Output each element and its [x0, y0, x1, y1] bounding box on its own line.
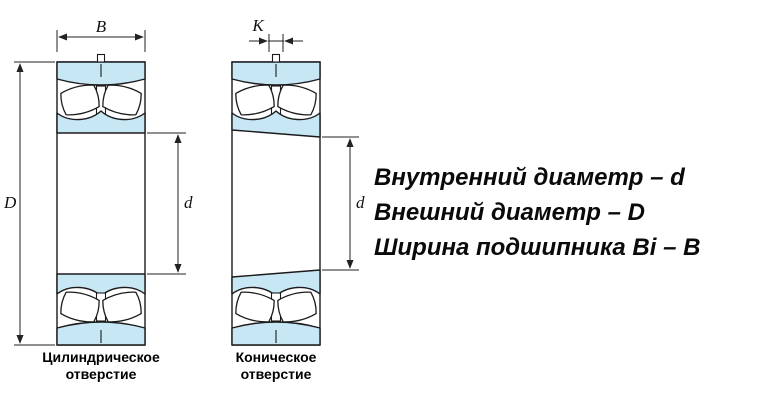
legend-bearing-width: Ширина подшипника Bi – B	[374, 234, 701, 261]
dim-label-d-right: d	[356, 193, 365, 212]
dimension-B	[56, 30, 146, 52]
bearing-tapered-diagram	[231, 53, 321, 346]
legend-outer-diameter: Внешний диаметр – D	[374, 199, 645, 226]
dim-label-d-left: d	[184, 193, 193, 212]
caption-cylindrical-bore: Цилиндрическое отверстие	[16, 349, 186, 383]
caption-cylindrical-line1: Цилиндрическое	[42, 349, 160, 365]
dim-label-B: B	[95, 17, 107, 36]
legend-inner-diameter: Внутренний диаметр – d	[374, 164, 685, 191]
dimension-D	[14, 61, 55, 346]
caption-conical-line2: отверстие	[240, 366, 312, 382]
caption-cylindrical-line2: отверстие	[65, 366, 137, 382]
grease-fitting-icon	[271, 53, 281, 63]
dimension-d-right	[322, 136, 359, 271]
bearing-cylindrical-diagram	[56, 53, 146, 346]
dimension-d-left	[147, 132, 186, 275]
dim-label-D: D	[4, 193, 17, 212]
dimension-K	[249, 34, 303, 52]
dimension-legend: Внутренний диаметр – d Внешний диаметр –…	[374, 160, 759, 265]
caption-conical-line1: Коническое	[235, 349, 317, 365]
grease-fitting-icon	[96, 53, 106, 63]
caption-conical-bore: Коническое отверстие	[191, 349, 361, 383]
dim-label-K: K	[252, 16, 264, 35]
